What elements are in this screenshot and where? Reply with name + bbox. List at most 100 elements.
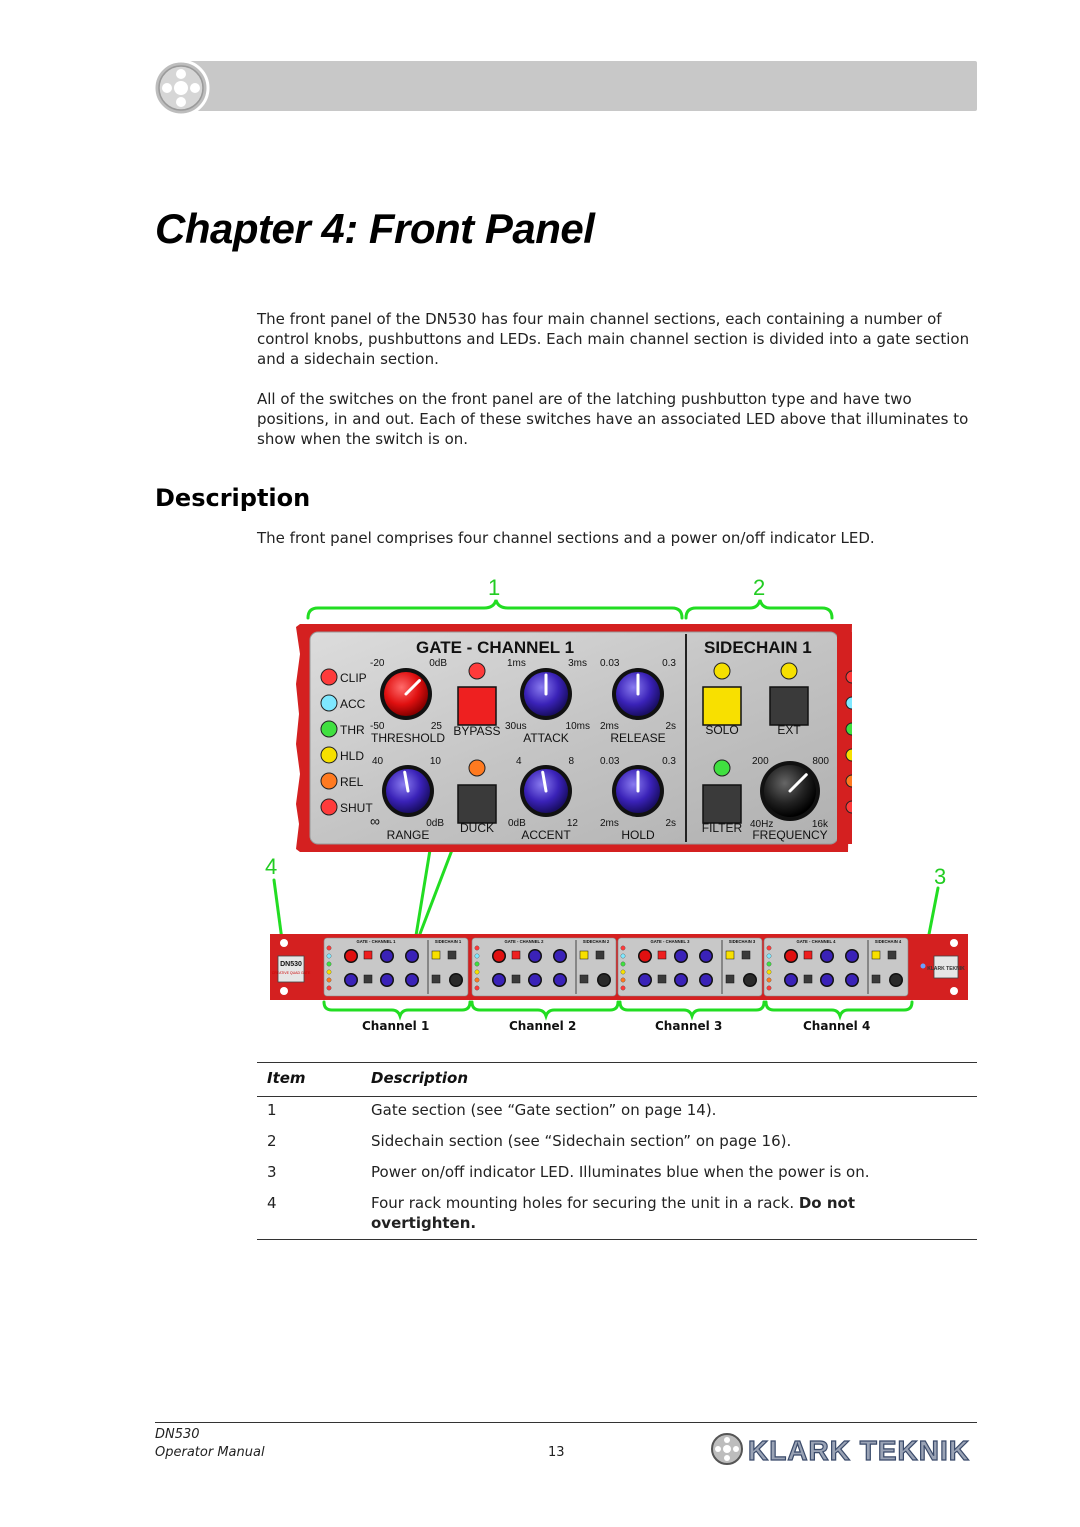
rack-solo-4 <box>871 950 881 960</box>
rack-channel-2 <box>471 937 617 997</box>
accent-knob-pointer <box>541 770 548 793</box>
rack-led-3-2 <box>620 961 626 967</box>
rack-led-4-1 <box>766 953 772 959</box>
rack-ext-3 <box>741 950 751 960</box>
rack-knob-3-22-0 <box>639 950 651 962</box>
accent-scale-d: 12 <box>567 818 579 829</box>
next-panel-led-5 <box>845 800 852 814</box>
rack-knob-4-46-0 <box>785 974 797 986</box>
release-scale-b: 0.3 <box>662 658 676 669</box>
duck-button <box>457 784 497 824</box>
rack-bypass-2 <box>511 950 521 960</box>
solo-label: SOLO <box>705 723 738 737</box>
table-top-rule <box>257 1062 977 1063</box>
rack-knob-1-22-0 <box>345 950 357 962</box>
accent-scale-a: 4 <box>516 756 522 767</box>
range-scale-a: 40 <box>372 756 384 767</box>
threshold-scale-bot-max: 25 <box>431 721 443 732</box>
rack-knob-3-22-1 <box>675 950 687 962</box>
rack-led-2-0 <box>474 945 480 951</box>
rack-sidechain-title-1: SIDECHAIN 1 <box>435 939 462 944</box>
filter-button <box>702 784 742 824</box>
bypass-button <box>457 686 497 726</box>
table-row-4-item: 4 <box>267 1194 277 1212</box>
table-header-item: Item <box>267 1069 306 1087</box>
rack-led-1-2 <box>326 961 332 967</box>
range-scale-d: 0dB <box>426 818 444 829</box>
rack-led-2-3 <box>474 969 480 975</box>
rack-knob-4-46-1 <box>821 974 833 986</box>
callout-3: 3 <box>934 864 947 889</box>
rack-led-2-5 <box>474 985 480 991</box>
rack-led-4-2 <box>766 961 772 967</box>
led-clip <box>320 668 338 686</box>
rack-led-4-3 <box>766 969 772 975</box>
attack-scale-a: 1ms <box>507 658 526 669</box>
rack-frequency-knob-face-4 <box>890 974 902 986</box>
footer-rule <box>155 1422 977 1423</box>
rack-sidechain-title-3: SIDECHAIN 3 <box>729 939 756 944</box>
attack-scale-b: 3ms <box>568 658 587 669</box>
sidechain-title: SIDECHAIN 1 <box>704 638 812 657</box>
rack-knob-2-46-1 <box>529 974 541 986</box>
klark-teknik-emblem-icon <box>152 59 210 117</box>
table-row-2-item: 2 <box>267 1132 277 1150</box>
brand-text: KLARK TEKNIK <box>748 1435 970 1466</box>
rack-solo-2 <box>579 950 589 960</box>
led-shut <box>320 798 338 816</box>
led-label-clip: CLIP <box>340 671 367 685</box>
table-row-3-item: 3 <box>267 1163 277 1181</box>
led-label-hld: HLD <box>340 749 364 763</box>
accent-scale-b: 8 <box>568 756 574 767</box>
section-text: The front panel comprises four channel s… <box>257 529 875 547</box>
led-thr <box>320 720 338 738</box>
klark-teknik-logo: KLARK TEKNIK <box>711 1433 970 1466</box>
threshold-scale-top-max: 0dB <box>429 658 447 669</box>
rack-knob-3-22-2 <box>700 950 712 962</box>
rack-knob-2-22-1 <box>529 950 541 962</box>
next-panel-led-2 <box>845 722 852 736</box>
rack-knob-2-46-0 <box>493 974 505 986</box>
rack-led-3-3 <box>620 969 626 975</box>
rack-ext-2 <box>595 950 605 960</box>
rack-led-3-5 <box>620 985 626 991</box>
rack-duck-3 <box>657 974 667 984</box>
rack-led-4-0 <box>766 945 772 951</box>
rack-led-4-5 <box>766 985 772 991</box>
section-heading: Description <box>155 484 311 512</box>
led-acc <box>320 694 338 712</box>
threshold-label: THRESHOLD <box>371 731 445 745</box>
duck-led <box>468 759 486 777</box>
frequency-label: FREQUENCY <box>752 828 827 842</box>
filter-led <box>713 759 731 777</box>
rack-gate-title-3: GATE - CHANNEL 3 <box>651 939 691 944</box>
frequency-knob-pointer <box>788 773 808 793</box>
range-label: RANGE <box>387 828 430 842</box>
led-label-rel: REL <box>340 775 364 789</box>
rack-led-2-1 <box>474 953 480 959</box>
rack-led-3-0 <box>620 945 626 951</box>
frequency-scale-b: 800 <box>812 756 829 767</box>
rack-led-1-1 <box>326 953 332 959</box>
rack-brand: KLARK TEKNIK <box>927 966 965 972</box>
table-row-1-item: 1 <box>267 1101 277 1119</box>
callout-4: 4 <box>265 854 278 879</box>
led-label-acc: ACC <box>340 697 366 711</box>
channel-label-3: Channel 3 <box>655 1019 723 1033</box>
rack-knob-1-46-2 <box>406 974 418 986</box>
rack-frequency-knob-face-2 <box>598 974 610 986</box>
rack-knob-4-22-0 <box>785 950 797 962</box>
rack-knob-1-22-1 <box>381 950 393 962</box>
power-led <box>920 963 926 969</box>
hold-scale-a: 0.03 <box>600 756 620 767</box>
rack-led-2-4 <box>474 977 480 983</box>
rack-knob-1-22-2 <box>406 950 418 962</box>
rack-bypass-1 <box>363 950 373 960</box>
next-panel-led-4 <box>845 774 852 788</box>
table-row-2-description: Sidechain section (see “Sidechain sectio… <box>371 1132 792 1150</box>
hold-label: HOLD <box>621 828 655 842</box>
rack-knob-4-22-1 <box>821 950 833 962</box>
rack-led-3-1 <box>620 953 626 959</box>
attack-scale-d: 10ms <box>566 721 590 732</box>
